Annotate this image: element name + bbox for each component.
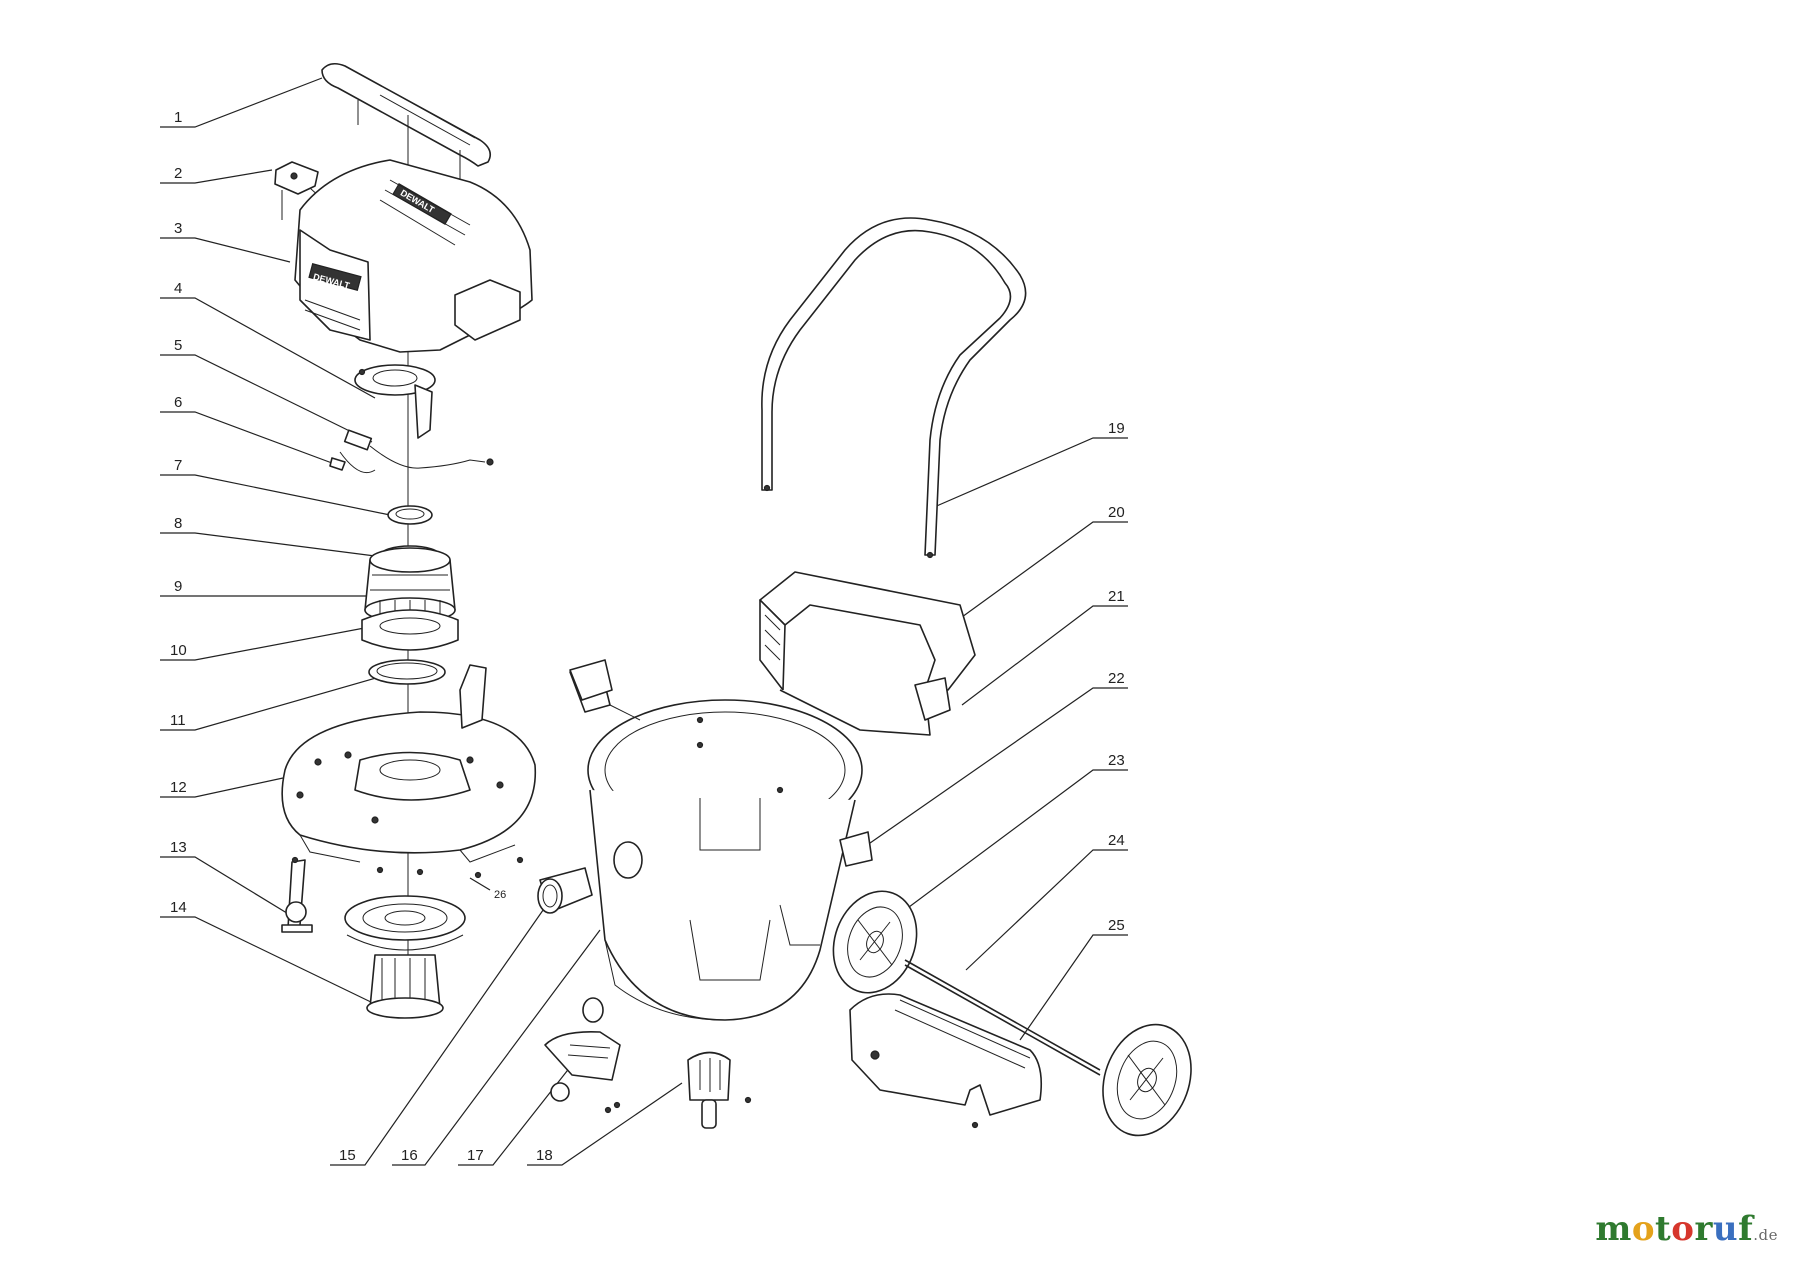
watermark-letter: u: [1712, 1209, 1739, 1249]
axle-cover: [849, 993, 1043, 1129]
watermark-letter: t: [1655, 1209, 1672, 1249]
callout-14: 14: [170, 899, 187, 916]
watermark-letter: f: [1738, 1209, 1754, 1249]
watermark-letter: o: [1671, 1209, 1695, 1249]
watermark-letter: o: [1631, 1209, 1656, 1249]
screws: [291, 716, 784, 1114]
callout-9: 9: [174, 578, 182, 595]
watermark-logo: motoruf.de: [1595, 1209, 1778, 1249]
front-caster: [544, 997, 621, 1109]
callout-18: 18: [536, 1147, 553, 1164]
lid-latch: [281, 859, 313, 933]
callout-16: 16: [401, 1147, 418, 1164]
handle-bracket: [759, 571, 976, 736]
o-ring: [368, 659, 446, 685]
callout-26: 26: [494, 889, 506, 901]
callout-25: 25: [1108, 917, 1125, 934]
callout-24: 24: [1108, 832, 1125, 849]
seal-ring: [387, 505, 433, 525]
motor-head-cover: DEWALT DEWALT: [294, 159, 533, 353]
lid-plate: [281, 664, 537, 863]
power-cord-connector: [329, 429, 494, 474]
leader-lines: [160, 77, 1128, 1166]
rear-caster: [687, 1051, 752, 1129]
callout-10: 10: [170, 642, 187, 659]
callout-12: 12: [170, 779, 187, 796]
wheel-right: [1102, 1023, 1192, 1137]
tank-latch: [569, 659, 951, 867]
callout-6: 6: [174, 394, 182, 411]
watermark-tld: .de: [1753, 1226, 1778, 1244]
callout-8: 8: [174, 515, 182, 532]
push-handle: [761, 217, 1027, 559]
cartridge-filter: [344, 895, 466, 1019]
callout-labels: 1 2 3 4 5 6 7 8 9 10 11 12 13 14 15 16 1…: [170, 109, 1125, 1164]
motor-gasket: [361, 609, 459, 651]
callout-20: 20: [1108, 504, 1125, 521]
callout-1: 1: [174, 109, 182, 126]
callout-23: 23: [1108, 752, 1125, 769]
callout-22: 22: [1108, 670, 1125, 687]
callout-7: 7: [174, 457, 182, 474]
rear-axle: [904, 959, 1101, 1076]
callout-5: 5: [174, 337, 182, 354]
wheel-left: [832, 890, 918, 994]
watermark-letter: m: [1595, 1209, 1632, 1249]
callout-19: 19: [1108, 420, 1125, 437]
callout-2: 2: [174, 165, 182, 182]
callout-17: 17: [467, 1147, 484, 1164]
callout-3: 3: [174, 220, 182, 237]
callout-4: 4: [174, 280, 182, 297]
callout-11: 11: [170, 712, 186, 729]
callout-13: 13: [170, 839, 187, 856]
motor-mount: [354, 364, 436, 439]
collection-tank: [569, 664, 863, 1021]
watermark-letter: r: [1694, 1209, 1713, 1249]
callout-21: 21: [1108, 588, 1125, 605]
inlet-plug: [537, 867, 593, 914]
callout-15: 15: [339, 1147, 356, 1164]
